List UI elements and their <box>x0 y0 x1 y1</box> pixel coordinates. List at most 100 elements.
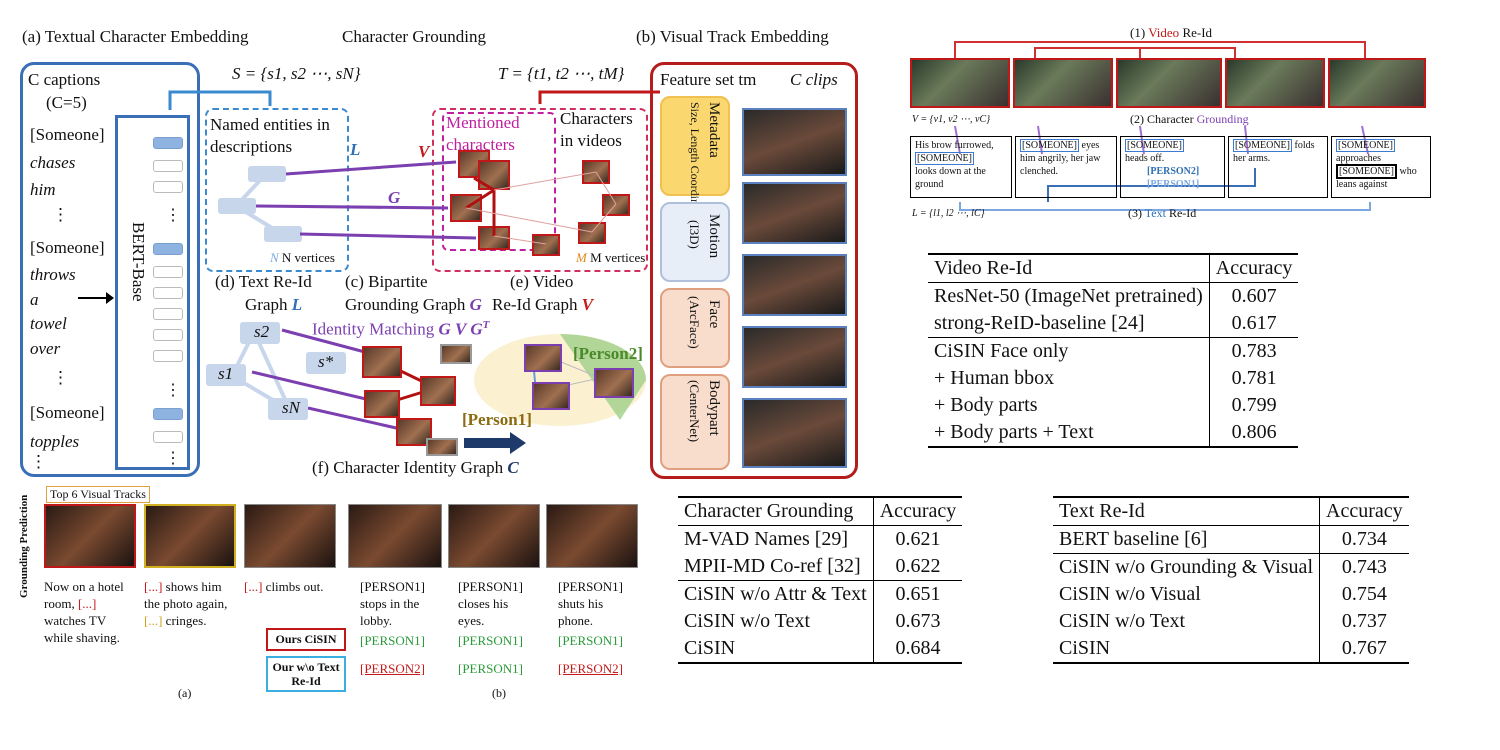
s1-label: s1 <box>218 364 234 383</box>
film-frame <box>1225 58 1325 108</box>
table-row: strong-ReID-baseline [24]0.617 <box>928 310 1299 338</box>
person2-label: [Person2] <box>573 344 643 363</box>
person-thumbnail <box>524 344 562 372</box>
caption-line: ⋮ <box>52 205 69 224</box>
panel-f-label: (f) Character Identity Graph C <box>312 458 519 477</box>
caption-line: a <box>30 290 39 309</box>
description-box: His brow furrowed,[SOMEONE]looks down at… <box>910 136 1012 198</box>
face-sub: (ArcFace) <box>687 296 702 349</box>
pred-ours: [PERSON1] <box>458 633 524 648</box>
person1-label: [Person1] <box>462 410 532 429</box>
sstar-label: s* <box>318 352 334 371</box>
feature-set: Feature set tm <box>660 70 757 89</box>
panel-c-label2: Grounding Graph G <box>345 295 482 314</box>
character-thumbnail <box>396 418 432 446</box>
motion-label: Motion <box>706 214 722 259</box>
table-row: MPII-MD Co-ref [32]0.622 <box>678 553 963 581</box>
prediction-image <box>448 504 540 568</box>
motion-feature <box>660 202 730 282</box>
table-header: Accuracy <box>872 497 963 526</box>
caption-line: towel <box>30 314 67 333</box>
film-frame <box>910 58 1010 108</box>
grounding-title: Character Grounding <box>342 27 486 46</box>
named-entities-label: Named entities in descriptions <box>210 115 330 156</box>
panel-b-title: (b) Visual Track Embedding <box>636 27 829 46</box>
token-ellipsis: ⋮ <box>165 382 181 399</box>
table-header: Text Re-Id <box>1059 500 1145 522</box>
arrow-line <box>464 438 512 448</box>
top6-label: Top 6 Visual Tracks <box>46 486 150 503</box>
pred-ours: [PERSON1] <box>558 633 624 648</box>
table-row: M-VAD Names [29]0.621 <box>678 525 963 553</box>
caption-line: him <box>30 180 56 199</box>
token-ellipsis: ⋮ <box>165 450 181 467</box>
arrow-head <box>510 432 526 454</box>
table-header: Accuracy <box>1208 254 1299 283</box>
caption-line: throws <box>30 265 76 284</box>
grounding-prediction-label: Grounding Prediction <box>18 494 30 598</box>
grounding-table: Character Grounding Accuracy M-VAD Names… <box>678 496 963 664</box>
table-header: Accuracy <box>1318 497 1409 526</box>
char-grounding-label: (2) Character Grounding <box>1130 112 1249 126</box>
face-feature <box>660 288 730 368</box>
reid-connectors <box>954 41 1371 211</box>
panel-d-label: (d) Text Re-Id <box>215 272 312 291</box>
caption-line: [Someone] <box>30 403 105 422</box>
pred-wo: [PERSON1] <box>458 661 524 676</box>
caption-line: chases <box>30 153 76 172</box>
token-ellipsis: ⋮ <box>165 207 181 224</box>
character-thumbnail <box>362 346 402 378</box>
n-vertices: N N vertices <box>270 250 335 265</box>
prediction-image <box>144 504 236 568</box>
caption-line: topples <box>30 432 80 451</box>
pred-ours: [PERSON1] <box>360 633 426 648</box>
token-empty <box>153 266 183 278</box>
caption-line: [Someone] <box>30 238 105 257</box>
text-reid-label: (3) Text Re-Id <box>1128 206 1197 220</box>
captions-count: (C=5) <box>46 93 87 112</box>
panel-a-title: (a) Textual Character Embedding <box>22 27 249 46</box>
character-thumbnail <box>602 194 630 216</box>
s-set: S = {s1, s2 ⋯, sN} <box>232 64 361 83</box>
characters-in-videos: Characters in videos <box>560 109 633 150</box>
arrow-head <box>106 292 114 304</box>
G-label: G <box>388 188 401 207</box>
caption-line: over <box>30 339 61 358</box>
prediction-image <box>348 504 442 568</box>
caption-line: ⋮ <box>52 368 69 387</box>
video-clip <box>742 398 847 468</box>
ours-legend: Ours CiSIN <box>266 628 346 651</box>
video-clip <box>742 182 847 244</box>
caption-line: [Someone] <box>30 125 105 144</box>
character-thumbnail <box>450 194 482 222</box>
token-empty <box>153 431 183 443</box>
s2-label: s2 <box>254 322 270 341</box>
person-thumbnail <box>594 368 634 398</box>
v-set: V = {v1, v2 ⋯, vC} <box>912 114 991 125</box>
bodypart-sub: (CenterNet) <box>687 380 702 443</box>
token-empty <box>153 329 183 341</box>
face-label: Face <box>706 300 722 329</box>
film-frame <box>1328 58 1426 108</box>
captions-label: C captions <box>28 70 101 89</box>
ours-wo-legend: Our w\o Text Re-Id <box>266 656 346 692</box>
caption-3: [...] climbs out. <box>244 579 324 594</box>
video-clip <box>742 108 847 176</box>
subfig-b: (b) <box>492 686 506 700</box>
character-thumbnail <box>578 222 606 244</box>
feature-panel <box>650 62 858 479</box>
panel-c-label: (c) Bipartite <box>345 272 428 291</box>
description-box: [SOMEONE] eyes him angrily, her jaw clen… <box>1015 136 1117 198</box>
L-label: L <box>350 140 361 159</box>
metadata-feature <box>660 96 730 196</box>
sstar-node <box>306 352 346 374</box>
